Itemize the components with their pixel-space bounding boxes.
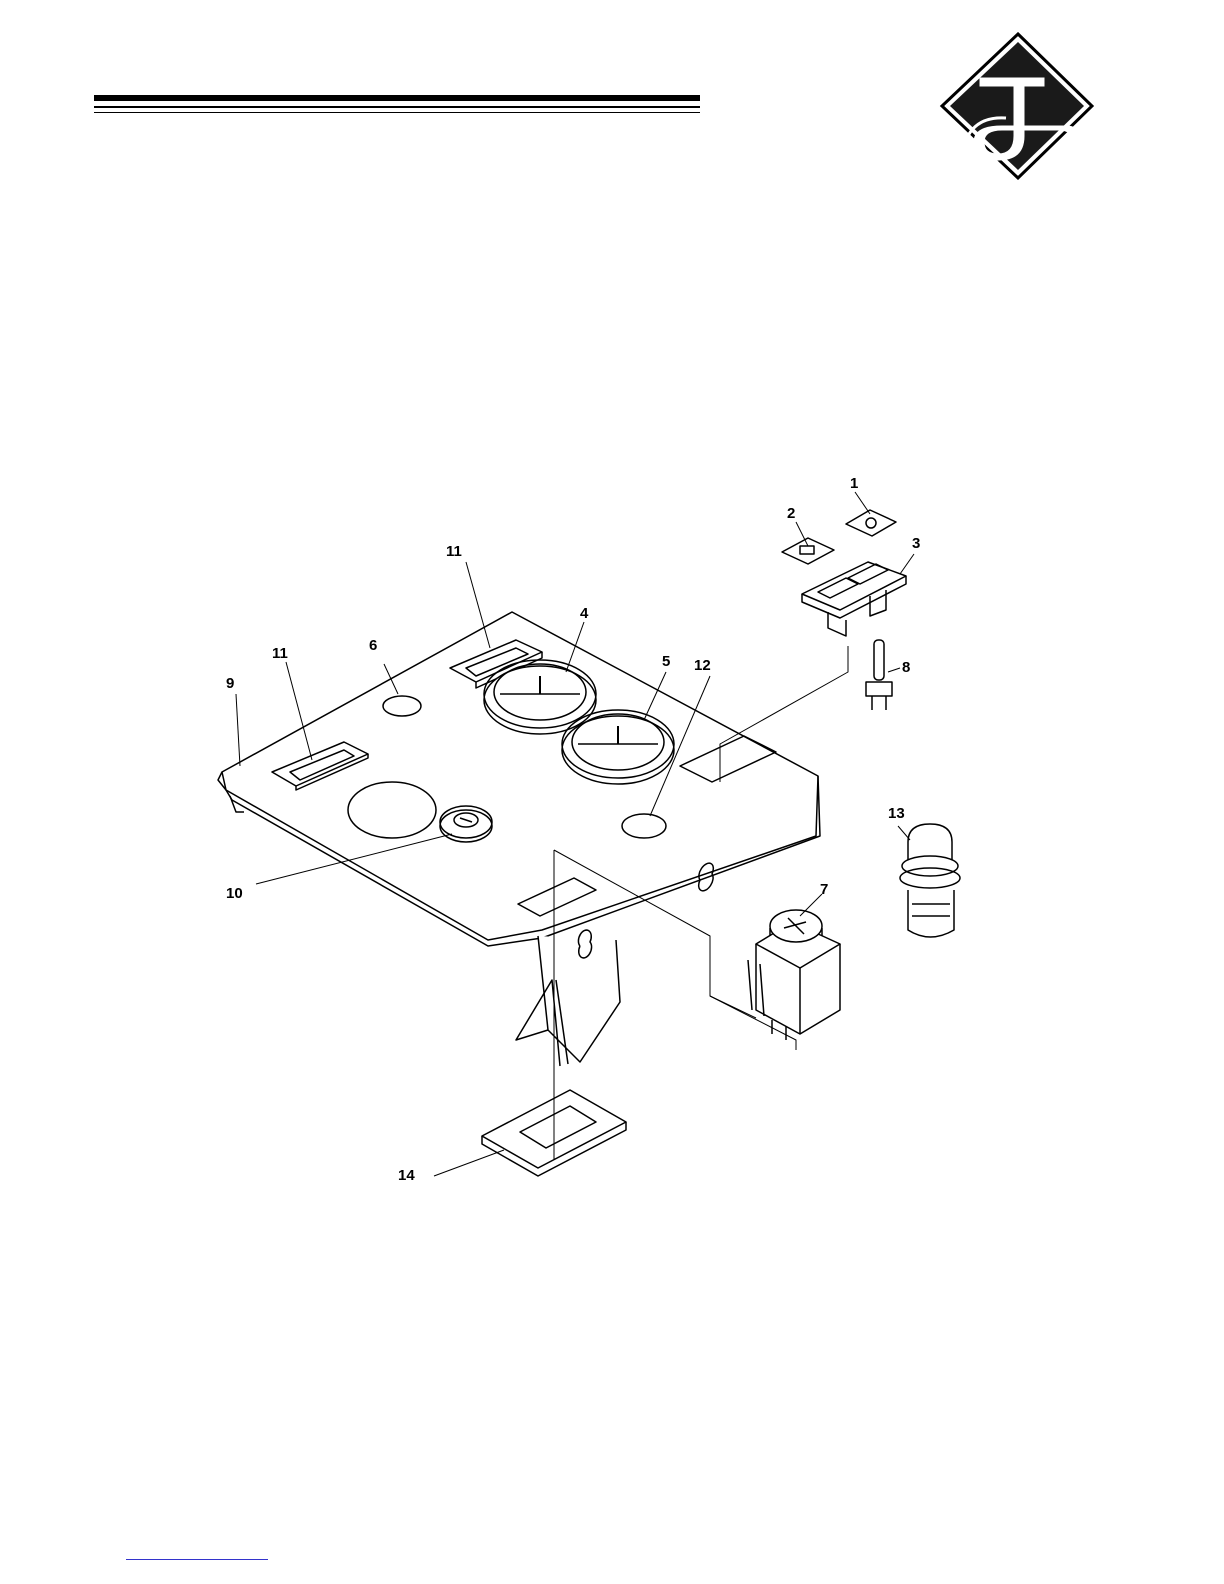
callout-5: 5: [662, 653, 670, 670]
callout-12: 12: [694, 657, 711, 674]
label-2: [782, 538, 834, 564]
connector-pin-8: [866, 640, 892, 710]
support-bracket: [516, 930, 620, 1066]
callout-2: 2: [787, 505, 795, 522]
callout-14: 14: [398, 1167, 415, 1184]
callout-1: 1: [850, 475, 858, 492]
callout-6: 6: [369, 637, 377, 654]
key-switch-10: [440, 806, 492, 842]
push-button-13: [900, 824, 960, 937]
callout-11a: 11: [446, 543, 462, 560]
callout-13: 13: [888, 805, 905, 822]
callout-11b: 11: [272, 645, 288, 662]
callout-7: 7: [820, 881, 828, 898]
pto-switch-7: [748, 910, 840, 1040]
callout-4: 4: [580, 605, 589, 622]
callout-3: 3: [912, 535, 920, 552]
footer-link-rule[interactable]: [126, 1559, 268, 1560]
callout-8: 8: [902, 659, 910, 676]
callout-10: 10: [226, 885, 243, 902]
callout-9: 9: [226, 675, 234, 692]
rocker-switch-3: [802, 562, 906, 636]
label-1: [846, 510, 896, 536]
